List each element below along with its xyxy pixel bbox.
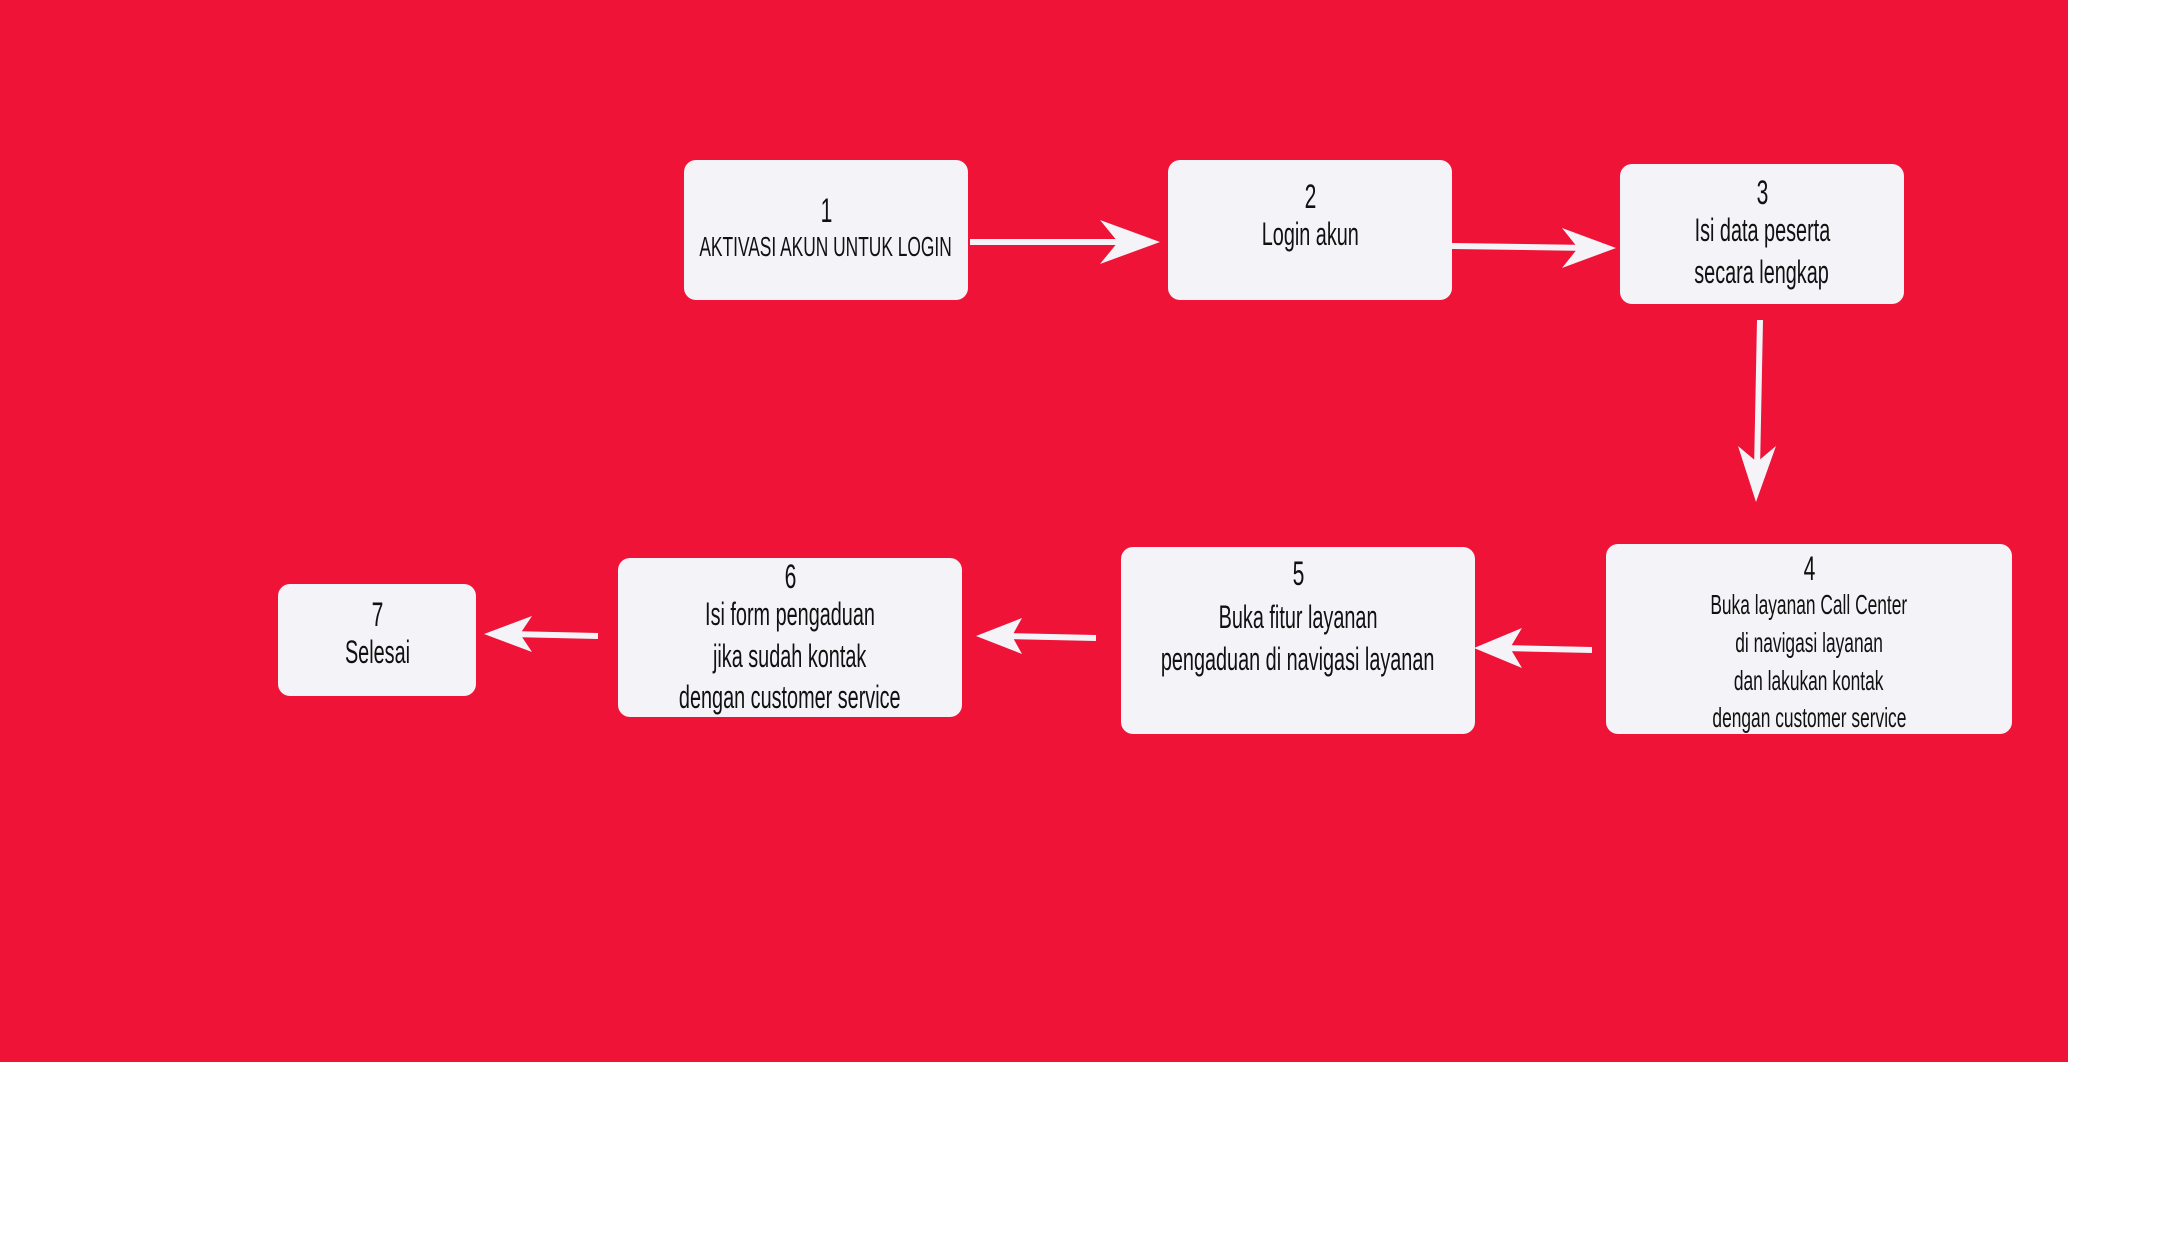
step-1-number: 1 <box>820 192 832 231</box>
step-1-line-1: AKTIVASI AKUN UNTUK LOGIN <box>699 231 953 263</box>
step-4-box: 4 Buka layanan Call Center di navigasi l… <box>1606 544 2012 734</box>
step-5-line-1: Buka fitur layanan <box>1218 599 1378 635</box>
step-4-line-2: di navigasi layanan <box>1735 626 1883 658</box>
step-3-number: 3 <box>1756 174 1768 212</box>
step-3-box: 3 Isi data peserta secara lengkap <box>1620 164 1904 304</box>
red-background-panel <box>0 0 2068 1062</box>
step-5-line-2: pengaduan di navigasi layanan <box>1161 640 1435 677</box>
step-4-line-3: dan lakukan kontak <box>1734 664 1884 696</box>
step-6-number: 6 <box>784 558 796 596</box>
step-4-number: 4 <box>1803 550 1815 588</box>
step-3-line-1: Isi data peserta <box>1694 212 1830 248</box>
step-6-box: 6 Isi form pengaduan jika sudah kontak d… <box>618 558 962 717</box>
step-2-line-1: Login akun <box>1261 216 1359 252</box>
step-6-line-2: jika sudah kontak <box>713 637 867 674</box>
step-3-line-2: secara lengkap <box>1694 253 1830 290</box>
step-5-number: 5 <box>1292 555 1304 593</box>
step-1-box: 1 AKTIVASI AKUN UNTUK LOGIN <box>684 160 968 300</box>
step-7-number: 7 <box>371 596 383 634</box>
step-4-line-1: Buka layanan Call Center <box>1710 589 1908 620</box>
step-6-line-1: Isi form pengaduan <box>705 596 875 632</box>
step-2-number: 2 <box>1304 178 1316 216</box>
step-7-box: 7 Selesai <box>278 584 476 696</box>
step-5-box: 5 Buka fitur layanan pengaduan di naviga… <box>1121 547 1475 734</box>
step-2-box: 2 Login akun <box>1168 160 1452 300</box>
step-7-line-1: Selesai <box>344 634 410 670</box>
step-4-line-4: dengan customer service <box>1712 702 1906 734</box>
step-6-line-3: dengan customer service <box>679 679 901 716</box>
